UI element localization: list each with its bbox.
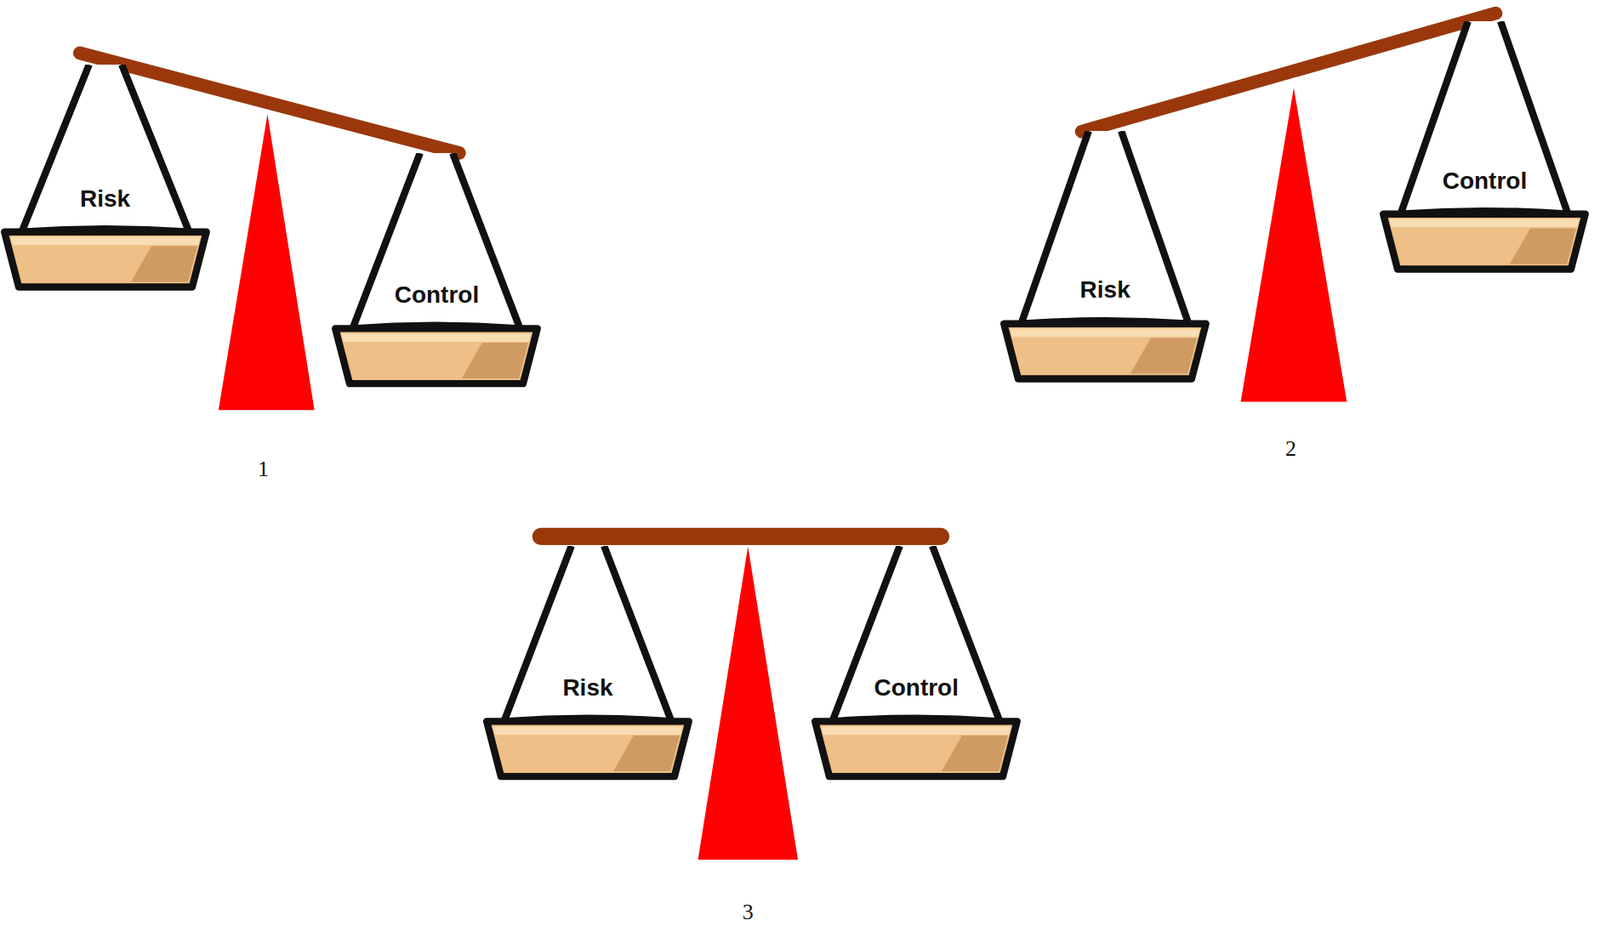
scale-pan: Control [808, 546, 1024, 781]
pan-tray [335, 328, 539, 384]
pan-label: Risk [1080, 277, 1131, 304]
scale-number: 3 [742, 900, 754, 926]
pan-tray [486, 721, 689, 777]
fulcrum [698, 546, 799, 860]
scale-pan: Risk [997, 130, 1213, 383]
tray-highlight [1389, 219, 1580, 228]
pan-tray [814, 721, 1018, 777]
scale-pan: Control [329, 153, 544, 388]
pan-label: Control [394, 282, 480, 309]
pan-outline [1377, 21, 1592, 274]
tray-shade [461, 342, 529, 379]
tray-shade [1130, 337, 1197, 374]
tray-shade [130, 245, 198, 282]
pan-outline [329, 153, 544, 388]
pan-strings [1021, 130, 1190, 325]
tray-highlight [492, 726, 683, 735]
scale-number: 2 [1285, 437, 1297, 462]
scale-number: 1 [257, 457, 269, 483]
beam [540, 528, 941, 546]
pan-label: Risk [79, 186, 131, 213]
tray-highlight [821, 726, 1012, 735]
pan-strings [504, 546, 672, 722]
scale-pan: Risk [0, 64, 213, 291]
scale-pan: Control [1377, 21, 1592, 274]
pan-outline [0, 64, 213, 291]
pan-strings [21, 64, 189, 233]
pan-tray [1003, 323, 1207, 379]
pan-outline [997, 130, 1213, 383]
tray-shade [613, 735, 680, 772]
pan-tray [1383, 214, 1587, 270]
fulcrum [218, 113, 315, 410]
pan-label: Control [1442, 168, 1528, 195]
tray-highlight [341, 333, 532, 342]
pan-label: Risk [562, 675, 613, 702]
pan-outline [808, 546, 1024, 781]
tray-highlight [10, 236, 200, 245]
pan-strings [1400, 21, 1569, 215]
tray-highlight [1010, 328, 1201, 337]
pan-label: Control [873, 675, 959, 702]
tray-shade [941, 735, 1008, 772]
pan-outline [480, 546, 695, 781]
scale-pan: Risk [480, 546, 695, 781]
fulcrum [1241, 87, 1348, 402]
pan-strings [832, 546, 1001, 722]
pan-strings [353, 153, 521, 329]
tray-shade [1509, 228, 1577, 265]
pan-tray [4, 231, 207, 287]
